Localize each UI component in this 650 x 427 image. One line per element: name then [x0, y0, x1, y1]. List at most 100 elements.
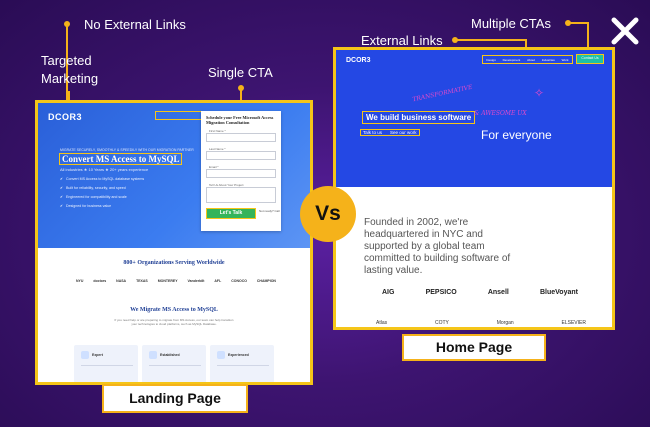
check-icon: ✔	[60, 195, 64, 199]
nav-link[interactable]: Development	[502, 57, 521, 62]
home-page-label: Home Page	[402, 334, 546, 361]
org-logo: NASA	[116, 279, 127, 283]
home-hero: DCOR3 Design Development About Industrie…	[336, 50, 612, 187]
lets-talk-button[interactable]: Let's Talk	[206, 208, 256, 219]
annotation-targeted-marketing: Targeted Marketing	[41, 52, 98, 88]
divider	[217, 365, 269, 375]
annotation-external-links: External Links	[361, 33, 443, 48]
home-nav-links: Design Development About Industries Work	[482, 55, 573, 64]
field-label: Last Name *	[209, 147, 226, 151]
nav-link[interactable]: Industries	[541, 57, 555, 62]
divider	[149, 365, 201, 375]
client-logo: Morgan	[496, 320, 514, 326]
annotation-line	[568, 22, 589, 24]
script-transformative: TRANSFORMATIVE	[411, 83, 474, 104]
list-item: ✔Built for reliability, security, and sp…	[60, 186, 144, 195]
landing-bullet-list: ✔Convert MS Access to MySQL database sys…	[60, 177, 144, 213]
landing-subline: All industries ★ 10 Years ★ 20+ years ex…	[60, 167, 149, 172]
script-awesome-ux: & AWESOME UX	[474, 110, 527, 117]
annotation-single-cta: Single CTA	[208, 65, 273, 80]
client-logo-row-2: Atlas COTY Morgan ELSEVIER	[376, 320, 586, 326]
card-title: Expert	[92, 353, 103, 357]
form-title: Schedule your Free Microsoft Access Migr…	[206, 115, 274, 125]
check-icon: ✔	[60, 204, 64, 208]
landing-eyebrow: MIGRATE SECURELY, SMOOTHLY & SPEEDILY WI…	[60, 148, 194, 152]
contact-us-button[interactable]: Contact Us	[576, 54, 604, 64]
list-item: ✔Convert MS Access to MySQL database sys…	[60, 177, 144, 186]
org-logo: MONTEREY	[157, 279, 178, 283]
client-logo: AIG	[382, 289, 395, 296]
field-label: First Name *	[209, 129, 226, 133]
org-logo: Vanderbilt	[187, 279, 205, 283]
list-item: ✔Designed for business value	[60, 204, 144, 213]
home-tagline: For everyone	[481, 128, 552, 142]
divider	[81, 365, 133, 375]
brand-x-icon	[611, 17, 639, 45]
client-logo: PEPSICO	[425, 289, 457, 296]
nav-link[interactable]: Design	[486, 57, 496, 62]
landing-logo: DCOR3	[48, 112, 83, 122]
annotation-no-external-links: No External Links	[84, 17, 186, 32]
annotation-line	[66, 24, 68, 124]
client-logo: Atlas	[376, 320, 388, 326]
doodle-star-icon: ✧	[534, 86, 545, 100]
annotation-line	[525, 39, 527, 53]
first-name-field[interactable]: First Name *	[206, 129, 276, 142]
check-icon: ✔	[60, 186, 64, 190]
annotation-targeted-line2: Marketing	[41, 71, 99, 86]
org-logo: TEXAS	[136, 279, 148, 283]
nav-link[interactable]: About	[527, 57, 535, 62]
home-headline: We build business software	[362, 111, 476, 124]
client-logo: ELSEVIER	[561, 320, 586, 326]
landing-hero: DCOR3 MIGRATE SECURELY, SMOOTHLY & SPEED…	[38, 103, 310, 248]
org-logo: NYU	[76, 279, 84, 283]
check-icon: ✔	[60, 177, 64, 181]
annotation-line	[587, 22, 589, 51]
field-label: Email *	[209, 165, 219, 169]
client-logo: BlueVoyant	[539, 289, 578, 296]
project-field[interactable]: Tell Us About Your Project	[206, 183, 276, 203]
nav-link[interactable]: Work	[561, 57, 569, 62]
client-logo-row: AIG PEPSICO Ansell BlueVoyant	[382, 289, 578, 296]
landing-page-screenshot: DCOR3 MIGRATE SECURELY, SMOOTHLY & SPEED…	[35, 100, 313, 385]
orgs-title: 800+ Organizations Serving Worldwide	[123, 260, 225, 266]
landing-page-label: Landing Page	[102, 384, 248, 413]
card-title: Experienced	[228, 353, 249, 357]
feature-card-experienced: Experienced	[210, 345, 274, 382]
home-logo: DCOR3	[346, 57, 371, 64]
vs-badge: Vs	[300, 186, 356, 242]
email-field[interactable]: Email *	[206, 165, 276, 178]
annotation-line	[455, 39, 527, 41]
see-our-work-link[interactable]: See our work	[390, 130, 417, 135]
annotation-multiple-ctas: Multiple CTAs	[471, 16, 551, 31]
talk-to-us-link[interactable]: Talk to us	[363, 130, 383, 135]
feature-card-established: Established	[142, 345, 206, 382]
last-name-field[interactable]: Last Name *	[206, 147, 276, 160]
migrate-paragraph: If you need help or are preparing to mig…	[114, 318, 234, 326]
org-logo: AFL	[214, 279, 222, 283]
bullet-text: Engineered for compatibility and scale	[66, 195, 127, 199]
landing-headline: Convert MS Access to MySQL	[59, 153, 183, 165]
client-logo: COTY	[434, 320, 449, 326]
card-icon	[217, 351, 225, 359]
migrate-title: We Migrate MS Access to MySQL	[130, 307, 218, 313]
org-logo: doctors	[93, 279, 107, 283]
org-logo-row: NYU doctors NASA TEXAS MONTEREY Vanderbi…	[76, 279, 276, 283]
org-logo: CHAMPION	[256, 279, 276, 283]
home-about-text: Founded in 2002, we're headquartered in …	[364, 217, 511, 276]
cta-note: Not ready? Call	[259, 209, 280, 213]
list-item: ✔Engineered for compatibility and scale	[60, 195, 144, 204]
feature-card-expert: Expert	[74, 345, 138, 382]
home-cta-group: Talk to us See our work	[360, 129, 420, 136]
bullet-text: Built for reliability, security, and spe…	[66, 186, 126, 190]
bullet-text: Convert MS Access to MySQL database syst…	[66, 177, 145, 181]
card-title: Established	[160, 353, 180, 357]
home-page-screenshot: DCOR3 Design Development About Industrie…	[333, 47, 615, 330]
org-logo: CONOCO	[231, 279, 247, 283]
card-icon	[149, 351, 157, 359]
bullet-text: Designed for business value	[66, 204, 112, 208]
client-logo: Ansell	[487, 289, 509, 296]
annotation-targeted-line1: Targeted	[41, 53, 92, 68]
card-icon	[81, 351, 89, 359]
field-label: Tell Us About Your Project	[209, 183, 244, 187]
